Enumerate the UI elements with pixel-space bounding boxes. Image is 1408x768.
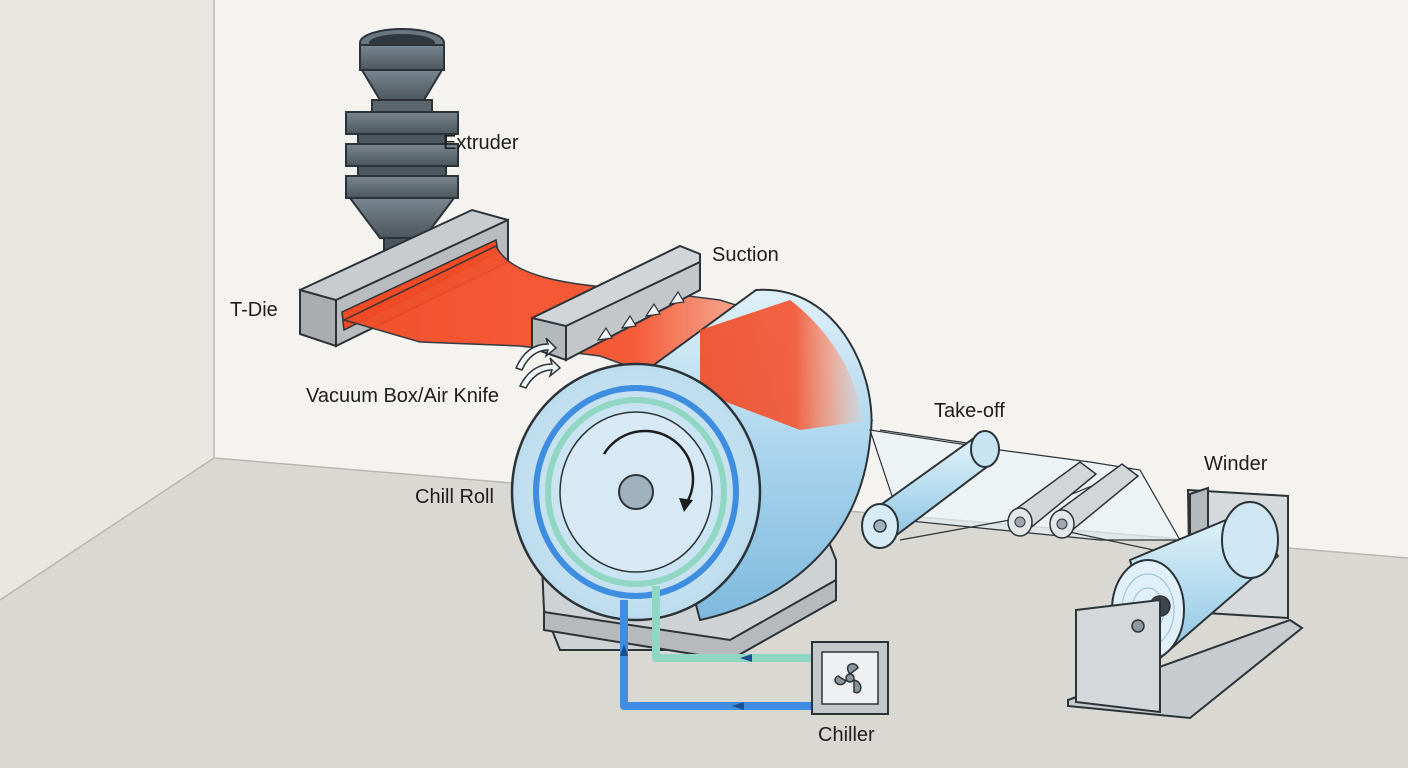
t-die-label: T-Die <box>230 299 278 321</box>
winder <box>1067 486 1304 720</box>
take-off-roller <box>861 430 1000 549</box>
chill-roll-label: Chill Roll <box>415 486 494 508</box>
coolant-circuit <box>620 586 812 710</box>
air-flow-arrows <box>514 337 562 389</box>
chiller-unit <box>811 641 889 715</box>
chill-roll <box>510 288 873 662</box>
take-off-label: Take-off <box>934 400 1005 422</box>
vacuum-box-air-knife-label: Vacuum Box/Air Knife <box>306 385 500 407</box>
nip-rollers <box>1007 461 1140 539</box>
extruder <box>345 28 459 251</box>
suction-label: Suction <box>712 244 779 266</box>
chiller-label: Chiller <box>818 724 875 746</box>
winder-label: Winder <box>1204 453 1268 475</box>
suction-arrows <box>596 290 685 341</box>
extruder-label: Extruder <box>443 132 519 154</box>
fan-icon <box>834 663 862 694</box>
vacuum-box <box>514 244 701 389</box>
